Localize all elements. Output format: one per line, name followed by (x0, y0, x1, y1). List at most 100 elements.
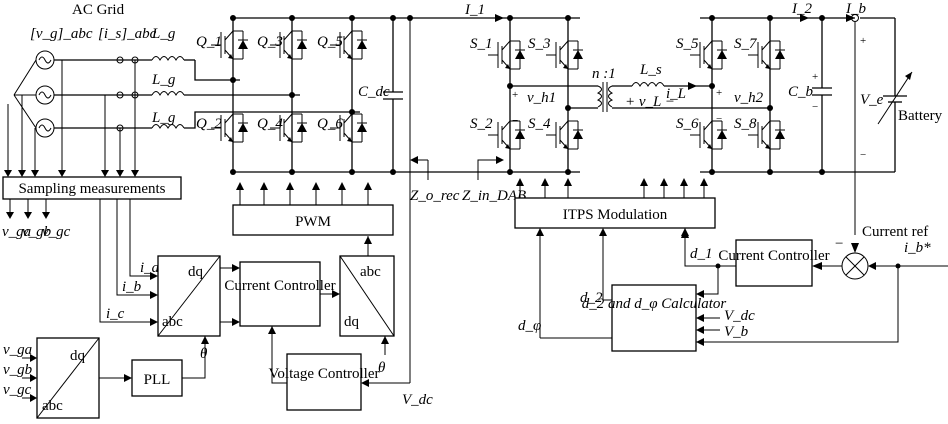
s4-label: S_4 (528, 116, 551, 132)
pll-vga-label: v_ga (3, 342, 32, 358)
theta-left-label: θ (200, 346, 208, 362)
pwm-block: PWM (232, 182, 394, 236)
vh1-label: v_h1 (527, 90, 556, 106)
pll-vgb-label: v_gb (3, 362, 33, 378)
turns-ratio-label: n :1 (592, 66, 616, 82)
s1-label: S_1 (470, 36, 493, 52)
q1-label: Q_1 (196, 34, 222, 50)
voltage-controller-block: Voltage Controller V_dc (269, 353, 433, 411)
q5-label: Q_5 (317, 34, 343, 50)
sampling-label: Sampling measurements (18, 181, 165, 197)
vgc-label: v_gc (42, 224, 71, 240)
calculator-block: d_2 and d_φ Calculator V_dc V_b (540, 266, 899, 352)
theta-right-label: θ (378, 360, 386, 376)
vdc-left-label: V_dc (402, 392, 433, 408)
vb-label: V_b (724, 324, 749, 340)
ac-grid-label: AC Grid (72, 2, 125, 18)
switch-s4-icon (545, 114, 584, 156)
vh1-plus: + (512, 89, 518, 101)
zo-rec-label: Z_o_rec (410, 188, 460, 204)
dq-abc-transform: abc dq θ (339, 236, 395, 376)
s2-label: S_2 (470, 116, 493, 132)
battery-minus: − (860, 149, 866, 161)
q2-label: Q_2 (196, 116, 222, 132)
sum-minus: − (835, 236, 843, 252)
lg-label-3: L_g (151, 110, 176, 126)
q6-label: Q_6 (317, 116, 343, 132)
i2-label: I_2 (791, 1, 812, 17)
ib-star-label: i_b* (904, 240, 931, 256)
vg-abc-label: [v_g]_abc (30, 26, 93, 42)
voltage-controller-label: Voltage Controller (269, 366, 380, 382)
abc-dq-in-label: abc (162, 314, 183, 330)
current-controller-left-text: Current Controller (224, 278, 335, 294)
abc-dq-out-label: dq (188, 264, 204, 280)
vl-label: + v_L − (625, 94, 675, 110)
zin-dab-label: Z_in_DAB (462, 188, 526, 204)
switch-s2-icon (487, 114, 526, 156)
current-controller-left-block: Current Controller (224, 261, 340, 384)
vga-label: v_ga (2, 224, 31, 240)
q3-label: Q_3 (257, 34, 283, 50)
s7-label: S_7 (734, 36, 758, 52)
dphi-label: d_φ (518, 318, 541, 334)
s6-label: S_6 (676, 116, 699, 132)
vgb-label: v_gb (22, 224, 52, 240)
current-ref-label: Current ref (862, 224, 928, 240)
s3-label: S_3 (528, 36, 551, 52)
dab-converter: S_1 S_2 S_3 S_4 v_h1 + − n :1 L_s i_L + … (470, 15, 830, 175)
switch-s1-icon (487, 34, 526, 76)
inductor-ls-icon (631, 82, 665, 87)
cb-plus: + (812, 71, 818, 83)
vh1-minus: − (512, 115, 518, 127)
switch-s3-icon (545, 34, 584, 76)
inductor-lg-a-icon (151, 56, 185, 61)
battery-label: Battery (898, 108, 943, 124)
current-controller-left-label: Current Controller (224, 278, 335, 294)
voltage-controller-text: Voltage Controller (269, 366, 380, 382)
il-label: i_L (666, 86, 686, 102)
lg-label-1: L_g (151, 26, 176, 42)
current-controller-right-label: Current Controller (718, 248, 829, 264)
vh2-minus: − (716, 113, 722, 125)
ic-label: i_c (106, 306, 125, 322)
ac-source-b-icon (35, 85, 55, 105)
is-abc-label: [i_s]_abc (98, 26, 157, 42)
itps-modulation-block: ITPS Modulation d_2 d_φ (514, 178, 716, 338)
pll-section: dq abc v_ga v_gb v_gc PLL (3, 337, 206, 419)
ac-source-c-icon (35, 118, 55, 138)
d1-label: d_1 (690, 246, 713, 262)
ve-label: V_e (860, 92, 884, 108)
rectifier-bridge: Q_1 Q_2 Q_3 Q_4 Q_5 Q_6 (196, 15, 415, 175)
i1-label: I_1 (464, 2, 485, 18)
pwm-label: PWM (295, 214, 331, 230)
dq-abc-in-label: dq (344, 314, 360, 330)
dc-link: C_dc I_1 Z_o_rec Z_in_DAB (358, 2, 526, 383)
current-controller-right-text: Current Controller (718, 248, 829, 264)
battery-output: I_2 I_b C_b + − V_e + − Battery (788, 1, 943, 235)
ib-meas-label: i_b (122, 279, 142, 295)
calculator-label: d_2 and d_φ Calculator (582, 296, 727, 312)
ib-label: I_b (845, 1, 866, 17)
current-controller-right-block: Current Controller d_1 − Current ref i_b… (681, 224, 948, 287)
vdc-right-label: V_dc (724, 308, 755, 324)
cdc-label: C_dc (358, 84, 390, 100)
inductor-lg-b-icon (151, 91, 185, 96)
cb-minus: − (812, 101, 818, 113)
vh2-plus: + (716, 87, 722, 99)
d2-label: d_2 (580, 290, 603, 306)
pll-abc-label: abc (42, 398, 63, 414)
ac-source-a-icon (35, 50, 55, 70)
ac-grid-section: AC Grid [v_g]_abc [i_s]_abc L_g L_g L_g (4, 2, 360, 177)
ia-label: i_a (140, 260, 159, 276)
pll-label: PLL (144, 372, 171, 388)
dq-abc-out-label: abc (360, 264, 381, 280)
sampling-measurements-block: Sampling measurements v_ga v_gb v_gc i_a… (2, 176, 182, 326)
calculator-text: d_2 and d_φ Calculator (582, 296, 727, 312)
pll-dq-label: dq (70, 348, 86, 364)
vh2-label: v_h2 (734, 90, 764, 106)
lg-label-2: L_g (151, 72, 176, 88)
itps-label: ITPS Modulation (563, 207, 668, 223)
cb-label: C_b (788, 84, 814, 100)
